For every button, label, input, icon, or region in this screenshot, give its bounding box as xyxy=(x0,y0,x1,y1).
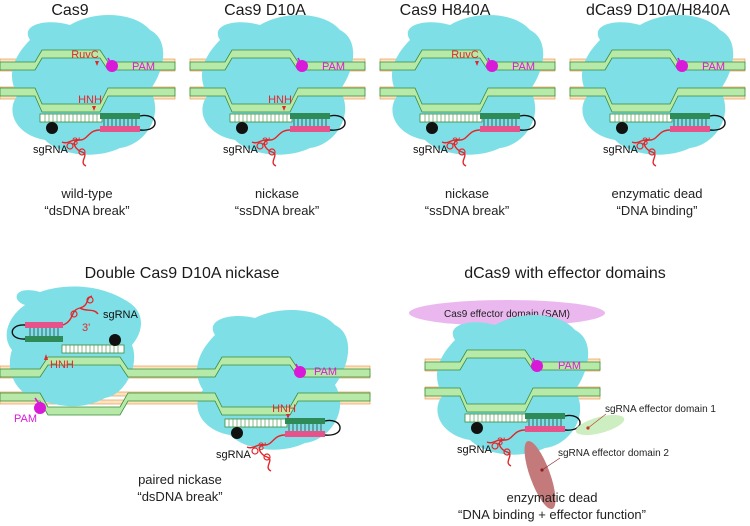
panel-caption-2: “ssDNA break” xyxy=(235,203,320,218)
pam-label: PAM xyxy=(314,366,337,378)
panel-title: Cas9 D10A xyxy=(224,2,306,19)
pam-label: PAM xyxy=(132,61,155,73)
sgrna-label: sgRNA xyxy=(103,309,139,321)
sam-label: Cas9 effector domain (SAM) xyxy=(444,309,570,320)
sgrna-label: sgRNA xyxy=(603,144,639,156)
ruvc-cut-icon xyxy=(95,61,99,66)
three-prime-label: 3' xyxy=(82,322,90,334)
sgrna-label: sgRNA xyxy=(223,144,259,156)
pam-label: PAM xyxy=(14,413,37,425)
three-prime-label: 3' xyxy=(452,136,460,148)
effector-domain-2 xyxy=(524,440,556,510)
sgrna-label: sgRNA xyxy=(216,449,252,461)
panel-title: dCas9 with effector domains xyxy=(464,265,666,282)
hnh-cut-icon xyxy=(44,354,48,360)
panel-caption-2: “dsDNA break” xyxy=(137,489,222,504)
ruvc-label: RuvC xyxy=(451,49,479,61)
panel-caption-2: “DNA binding + effector function” xyxy=(458,507,646,522)
three-prime-label: 3' xyxy=(72,136,80,148)
hnh-label: HNH xyxy=(272,403,296,415)
panel-caption-1: paired nickase xyxy=(138,472,222,487)
panel-cas9: Cas9 RuvC HNH PAM sgRNA 3' wild-type “ds… xyxy=(0,2,176,218)
domain2-label: sgRNA effector domain 2 xyxy=(558,448,669,459)
panel-caption-1: nickase xyxy=(255,186,299,201)
three-prime-label: 3' xyxy=(642,136,650,148)
hnh-label: HNH xyxy=(268,94,292,106)
panel-title: dCas9 D10A/H840A xyxy=(586,2,730,19)
pam-label: PAM xyxy=(322,61,345,73)
panel-caption-2: “DNA binding” xyxy=(617,203,698,218)
panel-title: Cas9 xyxy=(51,2,88,19)
domain1-label: sgRNA effector domain 1 xyxy=(605,404,716,415)
panel-caption-1: enzymatic dead xyxy=(506,490,597,505)
hnh-label: HNH xyxy=(50,359,74,371)
panel-double-nickase: Double Cas9 D10A nickase xyxy=(0,265,371,504)
panel-caption-1: wild-type xyxy=(60,186,112,201)
hnh-cut-icon xyxy=(286,414,290,419)
sgrna-label: sgRNA xyxy=(33,144,69,156)
ruvc-label: RuvC xyxy=(71,49,99,61)
panel-caption-1: enzymatic dead xyxy=(611,186,702,201)
panel-title: Double Cas9 D10A nickase xyxy=(85,265,280,282)
effector-domain-1 xyxy=(575,414,625,436)
hnh-cut-icon xyxy=(92,106,96,111)
panel-effector: dCas9 with effector domains Cas9 effecto… xyxy=(409,265,716,522)
pam-label: PAM xyxy=(512,61,535,73)
panel-cas9-d10a: Cas9 D10A HNH PAM sgRNA 3' nickase “ssDN… xyxy=(189,2,366,218)
pam-label: PAM xyxy=(558,360,581,372)
panel-caption-1: nickase xyxy=(445,186,489,201)
ruvc-cut-icon xyxy=(475,61,479,66)
three-prime-label: 3' xyxy=(262,136,270,148)
hnh-cut-icon xyxy=(282,106,286,111)
sgrna-label: sgRNA xyxy=(413,144,449,156)
three-prime-label: 3' xyxy=(497,436,505,448)
hnh-label: HNH xyxy=(78,94,102,106)
panel-caption-2: “ssDNA break” xyxy=(425,203,510,218)
three-prime-label: 3' xyxy=(258,441,266,453)
sgrna-label: sgRNA xyxy=(457,444,493,456)
panel-caption-2: “dsDNA break” xyxy=(44,203,129,218)
panel-title: Cas9 H840A xyxy=(400,2,491,19)
panel-dcas9: dCas9 D10A/H840A PAM sgRNA 3' enzymatic … xyxy=(569,2,746,218)
panel-cas9-h840a: Cas9 H840A RuvC PAM sgRNA 3' nickase “ss… xyxy=(379,2,556,218)
pam-label: PAM xyxy=(702,61,725,73)
